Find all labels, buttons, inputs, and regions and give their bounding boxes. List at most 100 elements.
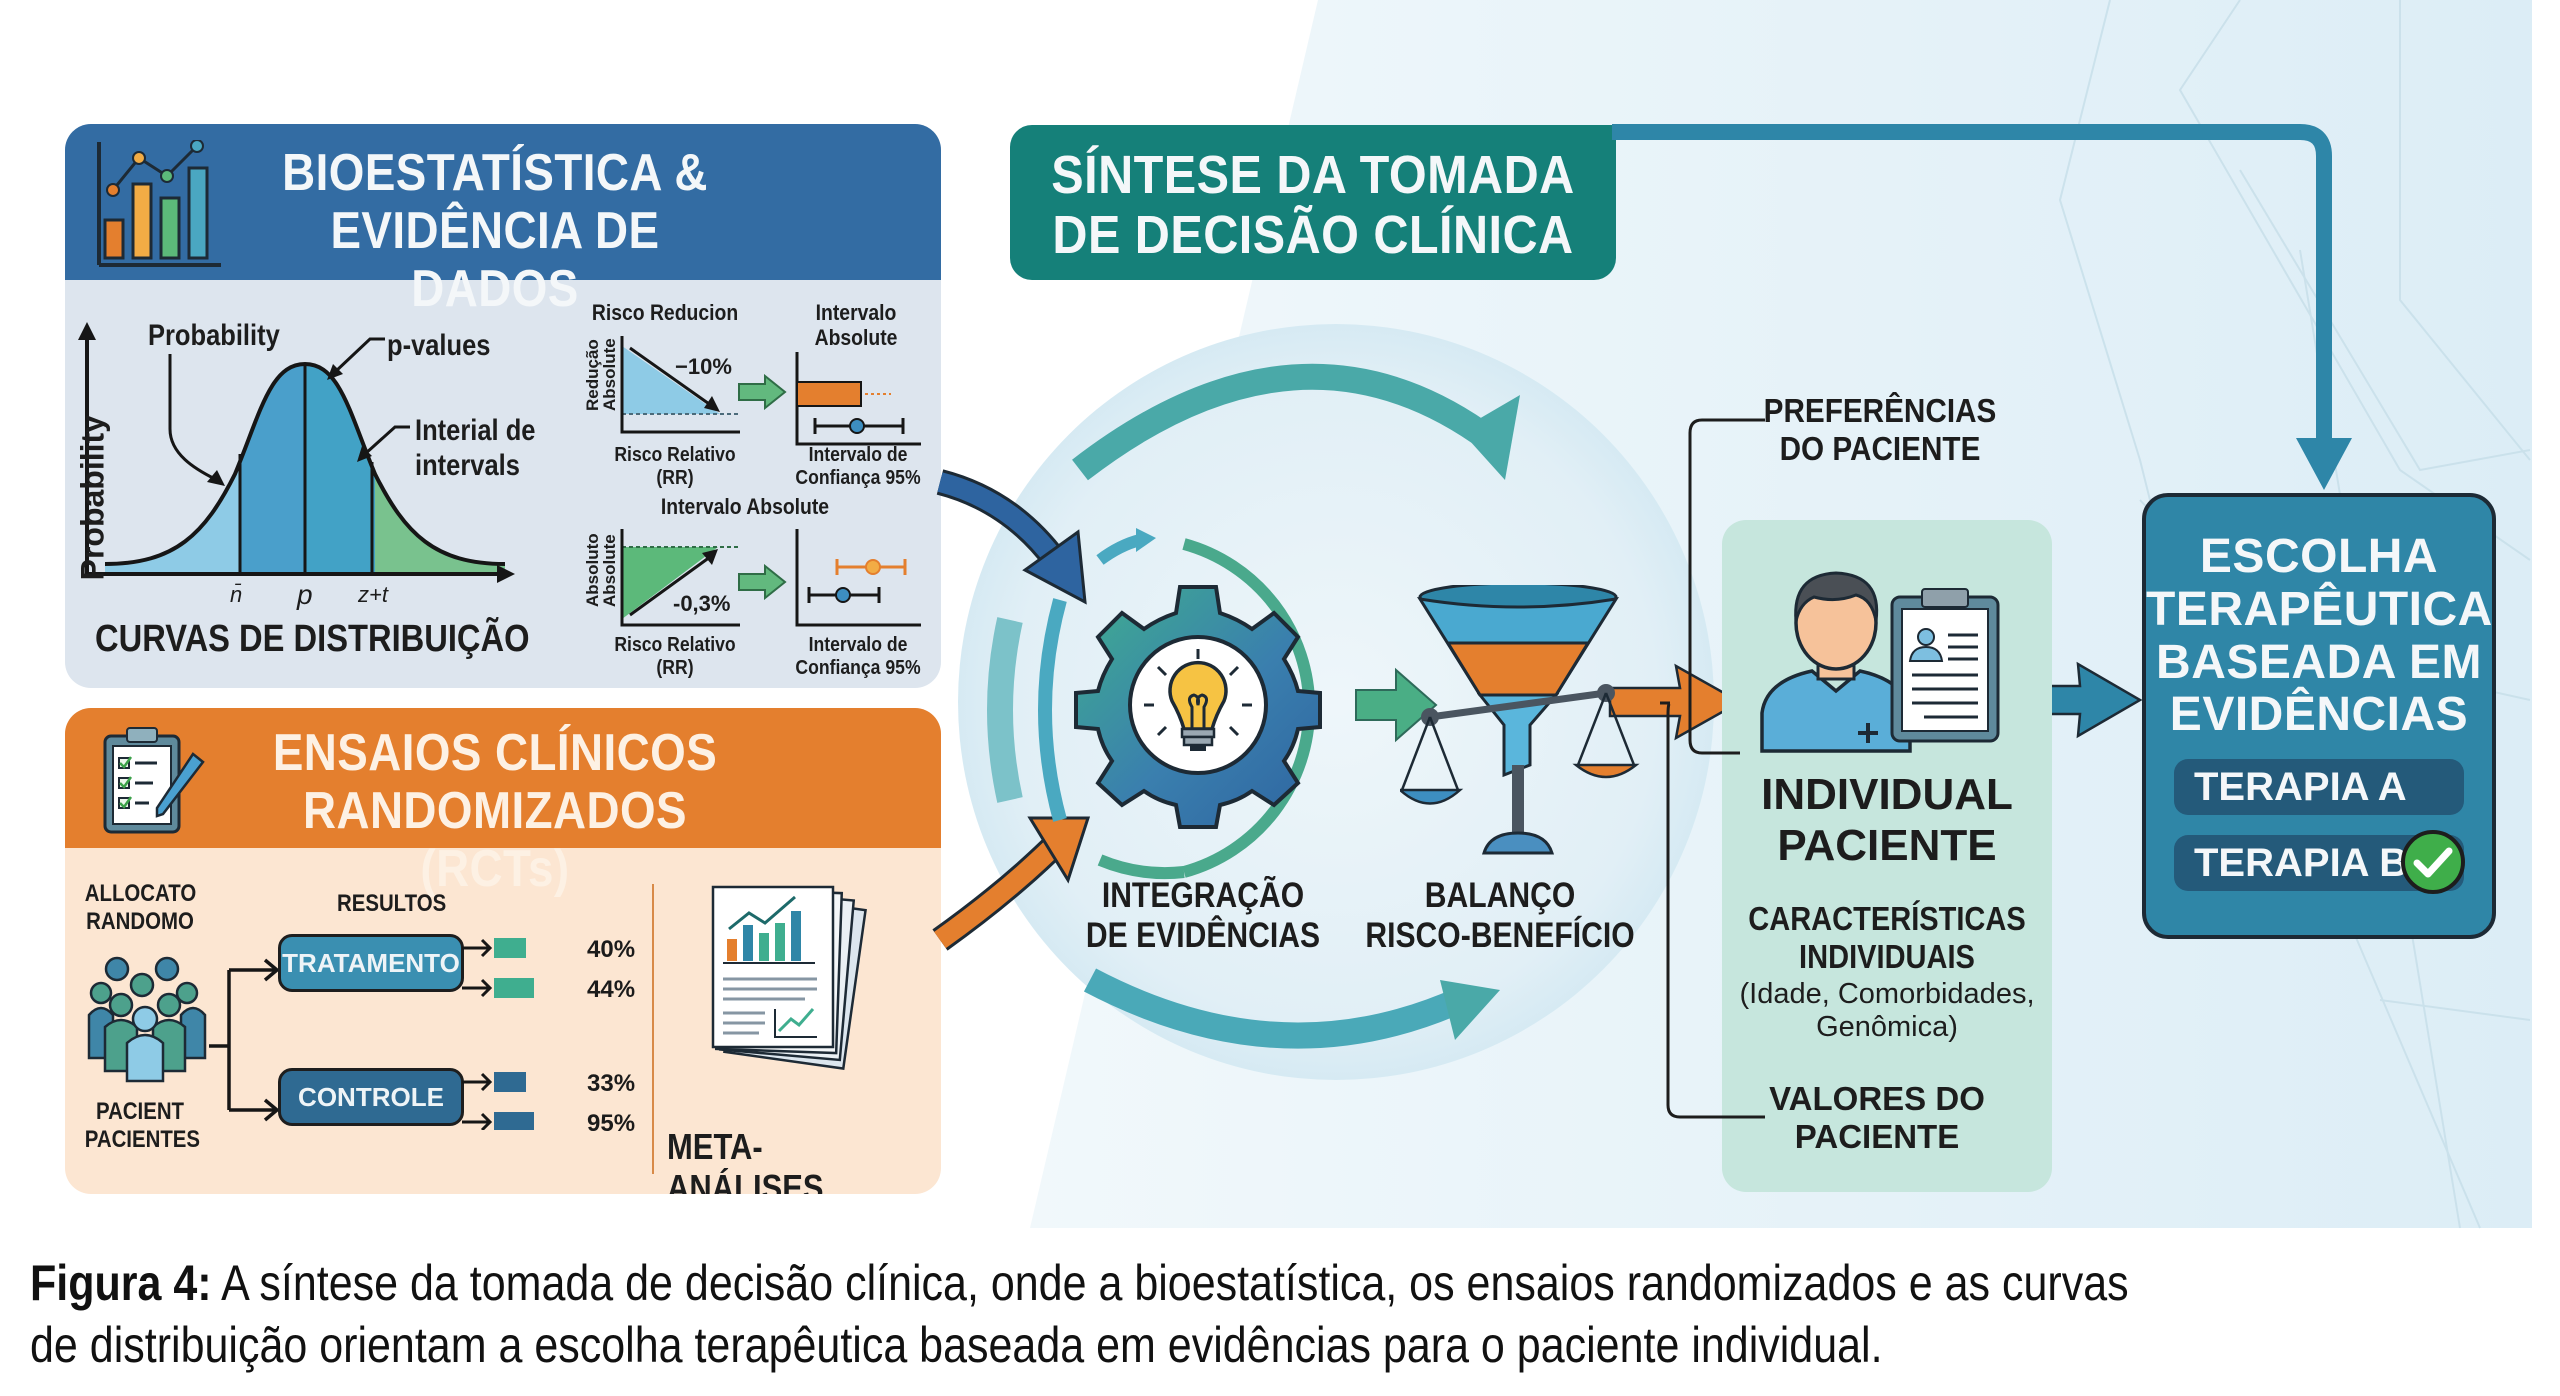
clipboard-checklist-icon xyxy=(103,727,205,834)
mini-bottom-ci-x-label-line1: Intervalo de xyxy=(808,634,908,656)
results-label: RESULTOS xyxy=(337,890,447,917)
bar-chart-icon xyxy=(97,140,221,267)
rct-title-line2: RANDOMIZADOS (RCTs) xyxy=(302,782,688,899)
synthesis-header: SÍNTESE DA TOMADA DE DECISÃO CLÍNICA xyxy=(1010,125,1616,280)
treatment-result: 44% xyxy=(587,976,636,1003)
patients-label-line2: PACIENTES xyxy=(84,1125,200,1153)
control-result: 33% xyxy=(587,1070,636,1097)
top-connector-arrow xyxy=(1612,124,2332,450)
annotation-intervals-line2: intervals xyxy=(415,448,520,482)
biostatistics-panel: BIOESTATÍSTICA & EVIDÊNCIA DE DADOS Prob… xyxy=(65,124,941,688)
control-arm: CONTROLE xyxy=(278,1068,464,1126)
synthesis-title: SÍNTESE DA TOMADA DE DECISÃO CLÍNICA xyxy=(1040,145,1585,266)
patient-title: INDIVIDUAL PACIENTE xyxy=(1722,770,2052,871)
caption-text-line1: A síntese da tomada de decisão clínica, … xyxy=(211,1255,2129,1311)
mini-bottom-x-label: Risco Relativo (RR) xyxy=(605,634,746,680)
mini-top-x-label-line1: Risco Relativo xyxy=(614,444,736,466)
balance-label-line1: BALANÇO xyxy=(1424,876,1576,915)
top-connector-arrowhead xyxy=(2296,438,2352,490)
rct-header xyxy=(65,708,941,848)
mini-bottom-title: Intervalo Absolute xyxy=(660,494,830,519)
mini-top-title: Risco Reducion xyxy=(591,300,739,325)
patient-title-line2: PACIENTE xyxy=(1777,820,1997,870)
green-arrow-icon xyxy=(738,374,787,410)
mini-bottom-x-label-line1: Risco Relativo xyxy=(614,634,736,656)
mini-top-ci-title-line1: Intervalo xyxy=(815,300,897,325)
mini-bottom-value: -0,3% xyxy=(673,591,731,616)
mini-top-ci-x-label: Intervalo de Confiança 95% xyxy=(792,444,924,490)
biostatistics-header xyxy=(65,124,941,280)
patient-bracket-lines xyxy=(1660,418,1765,1119)
caption-text-line2: de distribuição orientam a escolha terap… xyxy=(30,1317,1883,1373)
rct-title: ENSAIOS CLÍNICOS RANDOMIZADOS (RCTs) xyxy=(249,724,742,899)
patient-title-line1: INDIVIDUAL xyxy=(1761,770,2013,819)
patient-values-label: VALORES DO PACIENTE xyxy=(1722,1080,2032,1156)
patient-characteristics-label: CARACTERÍSTICAS INDIVIDUAIS xyxy=(1742,900,2032,976)
annotation-intervals-line1: Interial de xyxy=(415,414,536,447)
synthesis-title-line2: DE DECISÃO CLÍNICA xyxy=(1052,205,1574,266)
caption-label: Figura 4: xyxy=(30,1255,212,1311)
randomization-branches xyxy=(209,958,280,1122)
patient-preferences-line1: PREFERÊNCIAS xyxy=(1763,392,1997,429)
therapeutic-choice-title: ESCOLHA TERAPÊUTICA BASEADA EM EVIDÊNCIA… xyxy=(2146,530,2492,742)
annotation-probability: Probability xyxy=(148,319,280,352)
funnel-balance-icon xyxy=(1400,585,1640,855)
mini-top-ci-x-label-line1: Intervalo de xyxy=(808,444,908,466)
biostatistics-title-line2: EVIDÊNCIA DE DADOS xyxy=(330,202,660,319)
mini-bottom-ci-x-label: Intervalo de Confiança 95% xyxy=(792,634,924,680)
allocation-label-line2: RANDOMO xyxy=(86,907,194,935)
caption-line1: Figura 4: A síntese da tomada de decisão… xyxy=(30,1252,2197,1314)
tick-label: z+t xyxy=(358,582,388,607)
therapy-option-a[interactable]: TERAPIA A xyxy=(2174,759,2464,815)
therapy-option-label: TERAPIA B xyxy=(2194,840,2409,885)
patient-preferences-label: PREFERÊNCIAS DO PACIENTE xyxy=(1754,392,2006,468)
risk-reduction-mini-chart xyxy=(620,336,740,434)
patient-characteristics-detail-line1: (Idade, Comorbidades, xyxy=(1739,978,2035,1010)
patient-group-icon xyxy=(87,956,207,1083)
patients-label: PACIENT PACIENTES xyxy=(84,1098,200,1153)
therapeutic-choice-title-line4: EVIDÊNCIAS xyxy=(2169,688,2469,742)
mini-bottom-ci-x-label-line2: Confiança 95% xyxy=(795,657,921,679)
balance-to-patient-arrow xyxy=(1608,663,1743,741)
green-arrow-icon xyxy=(738,564,787,600)
mini-top-x-label-line2: (RR) xyxy=(656,467,694,489)
result-bar-treatment-1 xyxy=(494,938,526,958)
treatment-arm: TRATAMENTO xyxy=(278,934,464,992)
panel-divider xyxy=(652,884,654,1174)
bottom-cycle-arrow xyxy=(1083,968,1466,1049)
integration-label-line1: INTEGRAÇÃO xyxy=(1101,876,1305,915)
patient-characteristics-detail: (Idade, Comorbidades, Genômica) xyxy=(1722,978,2052,1045)
clipboard-icon xyxy=(1890,588,2000,743)
synthesis-title-line1: SÍNTESE DA TOMADA xyxy=(1051,145,1575,205)
allocation-label-line1: ALLOCATO xyxy=(84,880,197,907)
gear-lightbulb-icon xyxy=(1074,585,1322,829)
distribution-curve-chart xyxy=(78,322,515,583)
mini-top-ci-title-line2: Absolute xyxy=(814,325,898,351)
absolute-interval-mini-chart xyxy=(620,529,740,627)
result-bar-control-1 xyxy=(494,1072,526,1092)
mini-top-x-label: Risco Relativo (RR) xyxy=(605,444,746,490)
result-bar-treatment-2 xyxy=(494,978,534,998)
annotation-intervals: Interial de intervals xyxy=(415,414,535,483)
therapeutic-choice-box: ESCOLHA TERAPÊUTICA BASEADA EM EVIDÊNCIA… xyxy=(2142,493,2496,939)
rct-panel: ENSAIOS CLÍNICOS RANDOMIZADOS (RCTs) ALL… xyxy=(65,708,941,1194)
distribution-title: CURVAS DE DISTRIBUIÇÃO xyxy=(95,618,530,660)
biostatistics-title: BIOESTATÍSTICA & EVIDÊNCIA DE DADOS xyxy=(249,144,742,319)
check-icon xyxy=(2401,830,2465,894)
mini-top-ci-title: Intervalo Absolute xyxy=(799,300,913,351)
integration-label-line2: DE EVIDÊNCIAS xyxy=(1085,916,1321,956)
figure-caption: Figura 4: A síntese da tomada de decisão… xyxy=(30,1252,2197,1376)
tick-label: n̄ xyxy=(230,582,243,607)
mini-top-ci-x-label-line2: Confiança 95% xyxy=(795,467,921,489)
patient-characteristics-detail-line2: Genômica) xyxy=(1816,1011,1958,1044)
mini-top-value: −10% xyxy=(675,354,732,379)
result-bar-control-2 xyxy=(494,1112,534,1130)
patients-label-line1: PACIENT xyxy=(95,1098,185,1125)
control-result: 95% xyxy=(587,1110,636,1137)
top-cycle-arrow xyxy=(1072,363,1498,481)
therapy-option-b[interactable]: TERAPIA B xyxy=(2174,830,2465,894)
patient-characteristics-line1: CARACTERÍSTICAS xyxy=(1748,900,2026,937)
therapeutic-choice-title-line1: ESCOLHA xyxy=(2199,530,2439,583)
rct-title-line1: ENSAIOS CLÍNICOS xyxy=(272,724,718,782)
annotation-pvalues: p-values xyxy=(387,329,491,362)
